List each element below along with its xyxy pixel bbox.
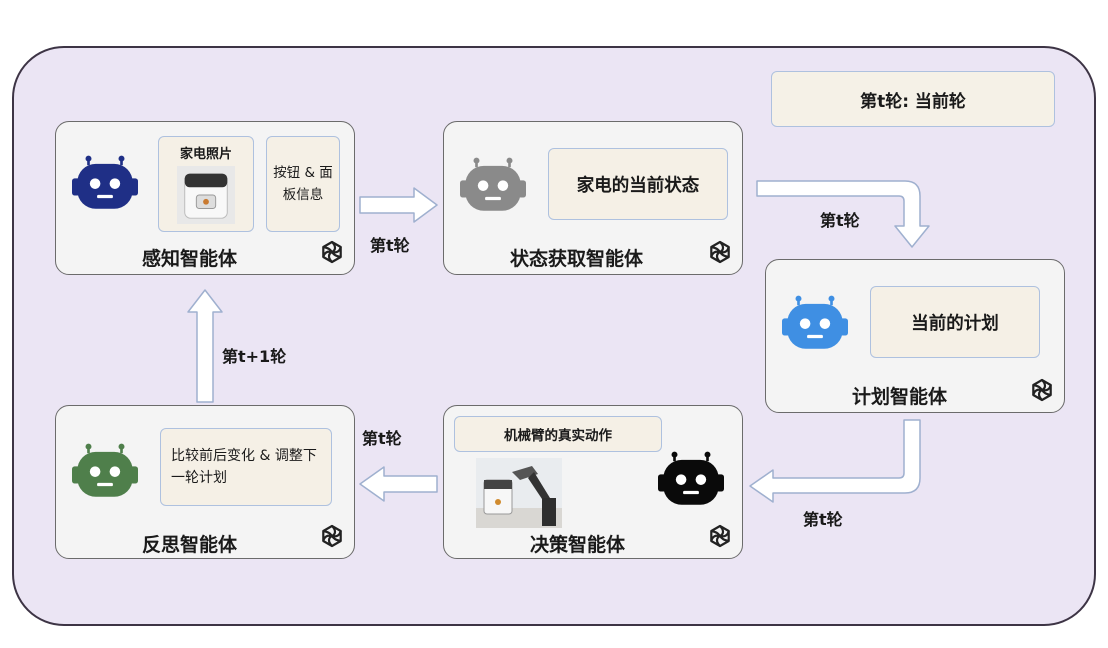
robot-icon (72, 443, 138, 497)
perception-agent-card: 家电照片 按钮 & 面板信息 感知智能体 (55, 121, 355, 275)
arrow-perception-to-state (359, 187, 438, 223)
robot-icon (72, 155, 138, 209)
arrow-reflection-to-perception (187, 289, 223, 403)
robot-icon (782, 295, 848, 349)
openai-logo-icon (322, 240, 342, 264)
robot-action-note: 机械臂的真实动作 (454, 416, 662, 452)
decision-agent-card: 机械臂的真实动作 决策智能体 (443, 405, 743, 559)
edge-label-perception-to-state: 第t轮 (370, 236, 410, 255)
plan-agent-title: 计划智能体 (852, 386, 948, 408)
state-agent-title: 状态获取智能体 (510, 248, 644, 270)
state-agent-card: 家电的当前状态 状态获取智能体 (443, 121, 743, 275)
decision-agent-title: 决策智能体 (530, 534, 626, 556)
current-round-note: 第t轮: 当前轮 (771, 71, 1055, 127)
edge-label-reflection-to-perception: 第t+1轮 (222, 347, 287, 366)
robot-arm-photo (476, 458, 562, 528)
appliance-photo (177, 166, 235, 224)
appliance-photo-box: 家电照片 (158, 136, 254, 232)
arrow-decision-to-reflection (359, 466, 438, 502)
openai-logo-icon (322, 524, 342, 548)
openai-logo-icon (710, 240, 730, 264)
openai-logo-icon (1032, 378, 1052, 402)
buttons-panel-info-box: 按钮 & 面板信息 (266, 136, 340, 232)
openai-logo-icon (710, 524, 730, 548)
reflection-agent-title: 反思智能体 (142, 534, 238, 556)
state-note: 家电的当前状态 (548, 148, 728, 220)
arrow-state-to-plan (756, 180, 930, 248)
edge-label-plan-to-decision: 第t轮 (803, 510, 843, 529)
edge-label-state-to-plan: 第t轮 (820, 211, 860, 230)
robot-icon (658, 451, 724, 505)
reflection-note: 比较前后变化 & 调整下一轮计划 (160, 428, 332, 506)
plan-agent-card: 当前的计划 计划智能体 (765, 259, 1065, 413)
robot-icon (460, 157, 526, 211)
edge-label-decision-to-reflection: 第t轮 (362, 429, 402, 448)
plan-note: 当前的计划 (870, 286, 1040, 358)
perception-agent-title: 感知智能体 (142, 248, 238, 270)
arrow-plan-to-decision (749, 419, 921, 503)
reflection-agent-card: 比较前后变化 & 调整下一轮计划 反思智能体 (55, 405, 355, 559)
